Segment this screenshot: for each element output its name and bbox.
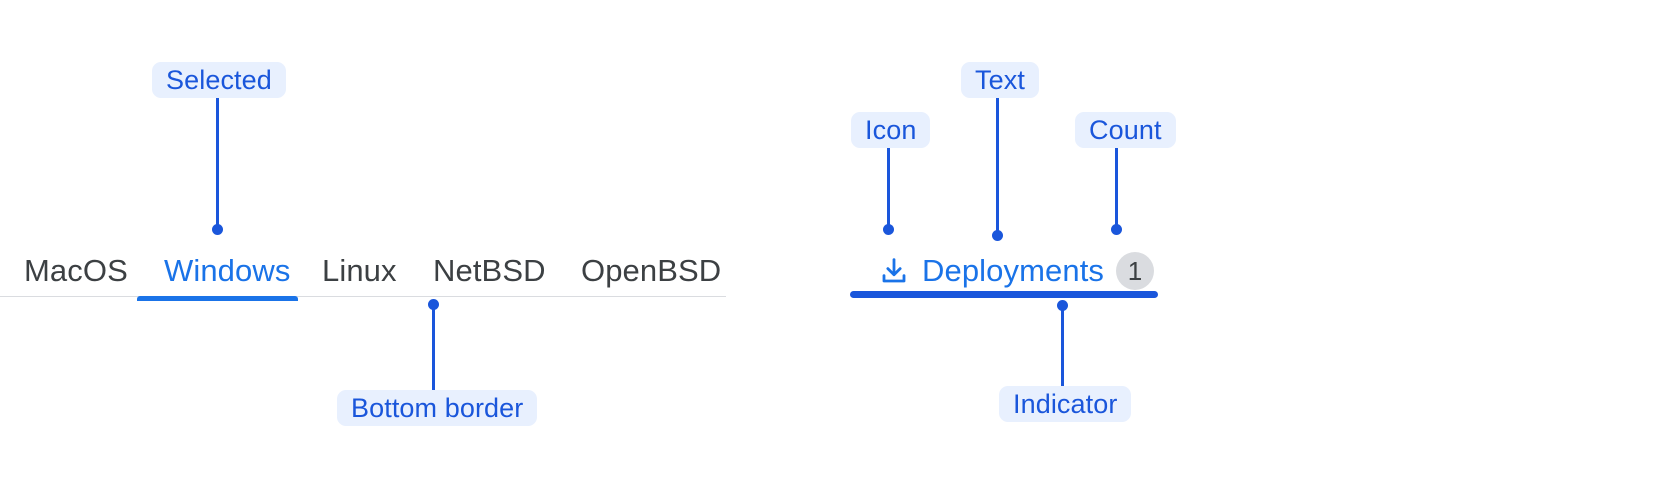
leader-line-icon [887,148,890,230]
tab-windows[interactable]: Windows [164,253,291,288]
selection-indicator [850,291,1158,298]
tab-openbsd[interactable]: OpenBSD [581,253,722,288]
download-icon [882,258,906,283]
leader-dot-icon [883,224,894,235]
leader-line-bottom-border [432,305,435,390]
tab-linux[interactable]: Linux [322,253,397,288]
callout-count: Count [1075,112,1176,148]
leader-line-text [996,98,999,236]
tab-netbsd[interactable]: NetBSD [433,253,546,288]
callout-bottom-border: Bottom border [337,390,538,426]
callout-indicator: Indicator [999,386,1132,422]
icon-tab-label: Deployments [922,253,1105,288]
callout-selected: Selected [152,62,286,98]
count-badge: 1 [1116,252,1155,290]
tab-windows-underline [137,296,298,301]
leader-dot-text [992,230,1003,241]
leader-line-selected [216,98,219,230]
leader-dot-count [1111,224,1122,235]
leader-line-count [1115,148,1118,230]
leader-dot-bottom-border [428,299,439,310]
callout-text: Text [961,62,1039,98]
tab-deployments[interactable]: Deployments 1 [850,246,1160,302]
tabbar-divider [0,296,726,297]
tabbar-plain: MacOS Windows Linux NetBSD OpenBSD [0,246,726,302]
leader-dot-selected [212,224,223,235]
tab-macos[interactable]: MacOS [24,253,128,288]
callout-icon: Icon [851,112,931,148]
leader-dot-indicator [1057,300,1068,311]
tab-deployments-content: Deployments 1 [850,246,1155,296]
leader-line-indicator [1061,305,1064,386]
